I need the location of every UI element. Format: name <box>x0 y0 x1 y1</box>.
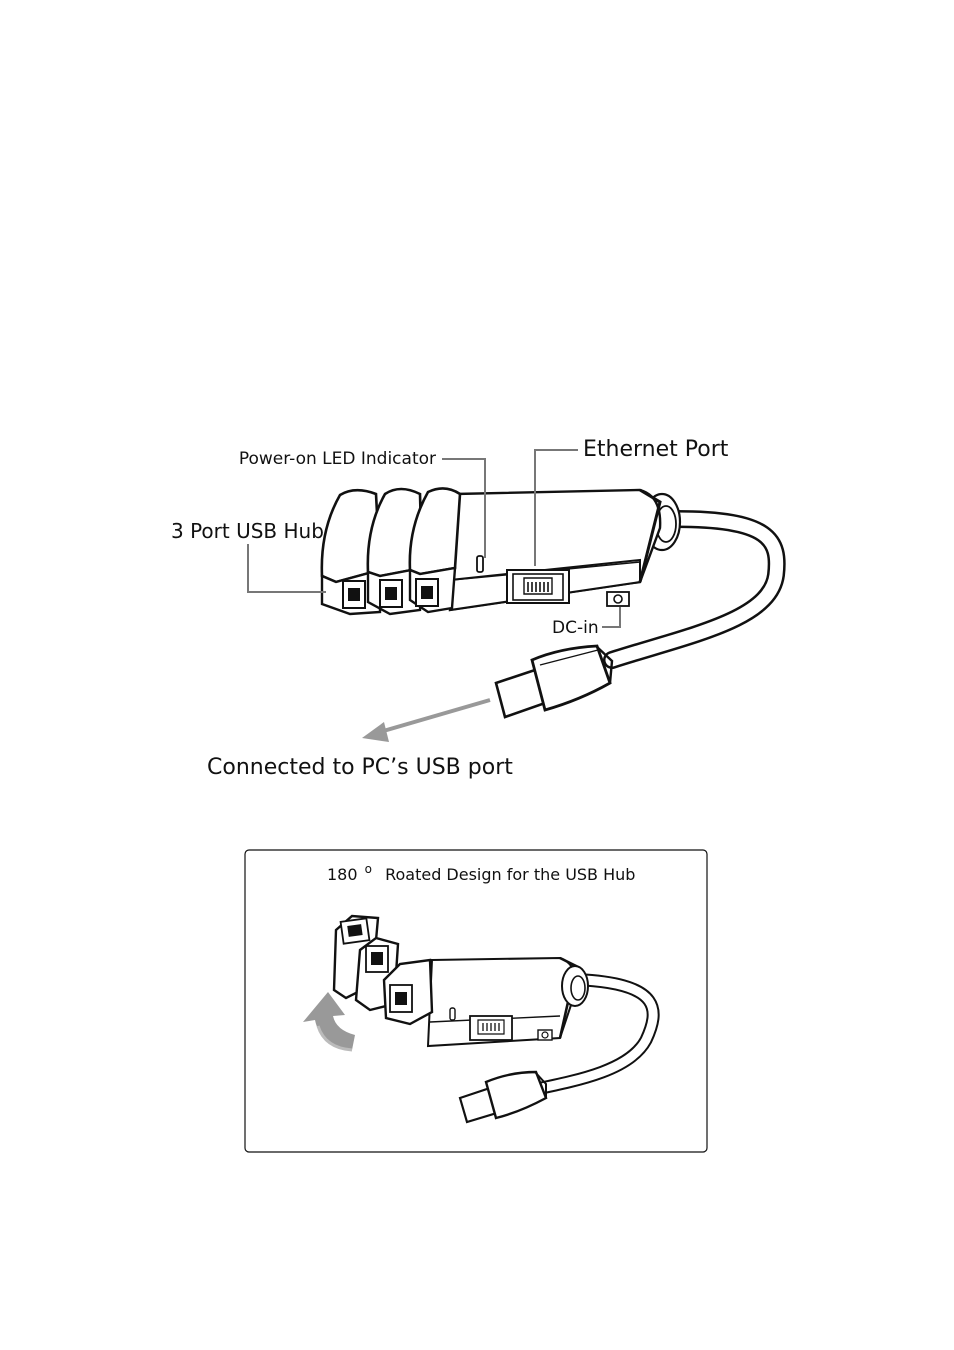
arrow-to-pc <box>362 698 491 742</box>
rotation-title: 180 o Roated Design for the USB Hub <box>327 858 635 884</box>
usb-port-block-2 <box>366 487 424 616</box>
callout-lines <box>247 449 621 628</box>
rotation-hub-body <box>426 956 589 1048</box>
rotation-title-text: Roated Design for the USB Hub <box>385 865 635 884</box>
label-usb-hub: 3 Port USB Hub <box>171 519 324 543</box>
usb-cable-inner <box>605 512 784 667</box>
rotation-usb-plug <box>458 1070 548 1124</box>
rotation-arrow-icon <box>303 992 355 1052</box>
usb-port-block-1 <box>320 488 382 616</box>
rotation-cable-inner <box>527 975 658 1095</box>
ethernet-port-graphic <box>506 569 570 604</box>
usb-port-block-3 <box>408 487 462 614</box>
label-connected-pc: Connected to PC’s USB port <box>207 755 513 780</box>
usb-plug <box>494 644 614 719</box>
rotation-degree-sup: o <box>365 862 372 876</box>
rotation-degree: 180 <box>327 865 358 884</box>
led-indicator <box>476 555 484 573</box>
label-power-led: Power-on LED Indicator <box>239 449 436 469</box>
label-dc-in: DC-in <box>552 618 599 638</box>
label-ethernet-port: Ethernet Port <box>583 437 729 462</box>
dc-in-jack <box>606 591 630 607</box>
rotation-usb-block-3 <box>382 958 434 1026</box>
hub-diagram-main: Power-on LED Indicator Ethernet Port 3 P… <box>171 437 786 780</box>
rotation-diagram-box: 180 o Roated Design for the USB Hub <box>244 849 708 1153</box>
